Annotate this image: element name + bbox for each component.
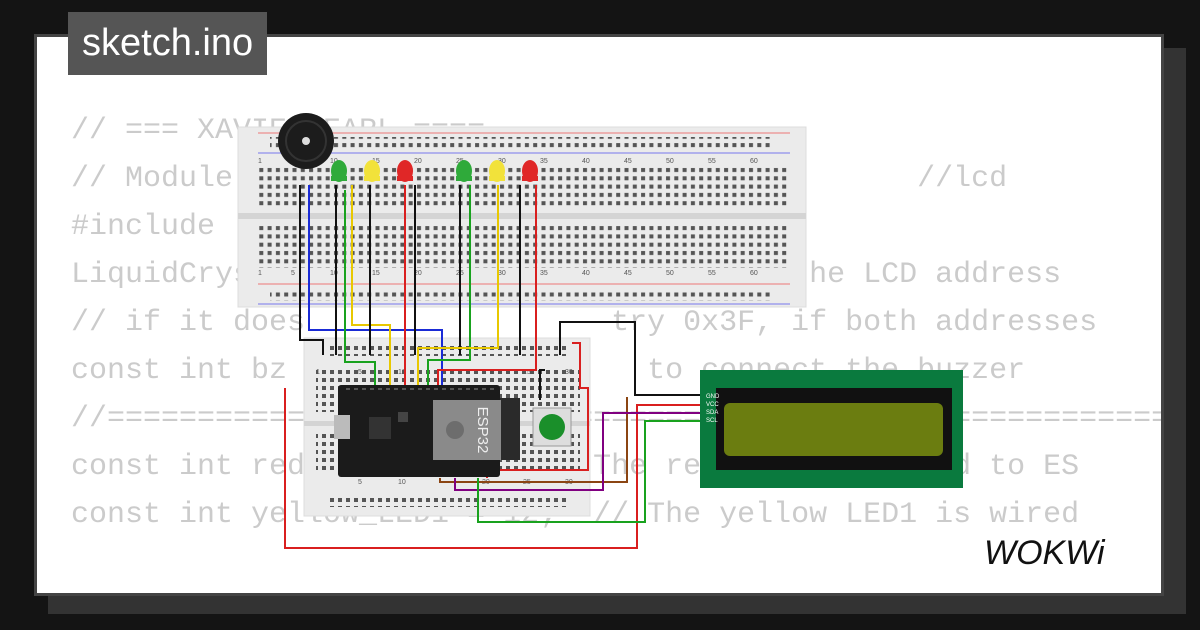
code-line: // Module //lcd	[71, 162, 1008, 196]
breadboard-column-number: 15	[372, 270, 380, 277]
wires	[284, 185, 705, 549]
breadboard-column-number: 10	[398, 369, 406, 376]
wire-brown	[439, 397, 628, 483]
breadboard-column-number: 20	[414, 270, 422, 277]
breadboard-column-number: 35	[540, 158, 548, 165]
breadboard-column-number: 20	[414, 158, 422, 165]
lcd-pin-label: SDA	[706, 410, 718, 416]
push-button	[532, 407, 572, 447]
wire-red-long	[284, 388, 705, 549]
wire-yellow	[417, 185, 499, 388]
wokwi-logo-text: WOKWi	[984, 534, 1106, 572]
code-line: #include	[71, 210, 216, 244]
led-red-1	[397, 160, 413, 182]
breadboard-column-number: 40	[582, 270, 590, 277]
breadboard-column-number: 10	[398, 479, 406, 486]
wire-black	[299, 185, 324, 355]
led-green-1	[331, 160, 347, 182]
wire-green	[344, 190, 376, 388]
breadboard-column-number: 60	[750, 158, 758, 165]
breadboard-column-number: 30	[498, 270, 506, 277]
lcd-pin-label: GND	[706, 394, 720, 400]
wire-black-gnd	[559, 321, 705, 396]
wokwi-logo: WOKWi	[978, 528, 1153, 576]
breadboard-column-number: 45	[624, 270, 632, 277]
code-line: //======================================…	[71, 402, 1164, 436]
lcd-pin-label: SCL	[706, 418, 718, 424]
wire-black	[539, 369, 545, 400]
lcd-pin-label: VCC	[706, 402, 719, 408]
esp32-label: ESP32	[474, 407, 491, 454]
breadboard-column-number: 1	[258, 158, 262, 165]
buzzer	[278, 113, 334, 169]
breadboard-column-number: 50	[666, 158, 674, 165]
led-yellow-1	[364, 160, 380, 182]
sketch-filename-badge: sketch.ino	[68, 12, 268, 75]
breadboard-column-number: 5	[358, 369, 362, 376]
breadboard-column-number: 35	[540, 270, 548, 277]
led-yellow-2	[489, 160, 505, 182]
breadboard-column-number: 55	[708, 158, 716, 165]
breadboard-column-number: 1	[316, 369, 320, 376]
leds	[331, 160, 538, 182]
wire-purple	[454, 412, 705, 491]
breadboard-column-number: 5	[291, 270, 295, 277]
led-red-2	[522, 160, 538, 182]
breadboard-column-number: 10	[330, 270, 338, 277]
breadboard-column-number: 60	[750, 270, 758, 277]
breadboard-column-number: 1	[258, 270, 262, 277]
wire-red	[437, 185, 537, 388]
lcd-module: GND VCC SDA SCL	[700, 370, 963, 488]
breadboard-column-number: 30	[498, 158, 506, 165]
wire-green-scl	[477, 420, 705, 523]
breadboard-column-number: 30	[565, 369, 573, 376]
led-green-2	[456, 160, 472, 182]
breadboard-column-number: 25	[456, 158, 464, 165]
wire-green	[427, 185, 471, 388]
esp32-board: ESP32	[334, 385, 520, 477]
breadboard-column-number: 45	[624, 158, 632, 165]
breadboard-column-number: 10	[330, 158, 338, 165]
breadboard-column-number: 40	[582, 158, 590, 165]
breadboard-column-number: 5	[358, 479, 362, 486]
breadboard-column-number: 25	[523, 369, 531, 376]
breadboard-column-number: 55	[708, 270, 716, 277]
breadboard-column-number: 50	[666, 270, 674, 277]
code-line: // if it does try 0x3F, if both addresse…	[71, 306, 1098, 340]
